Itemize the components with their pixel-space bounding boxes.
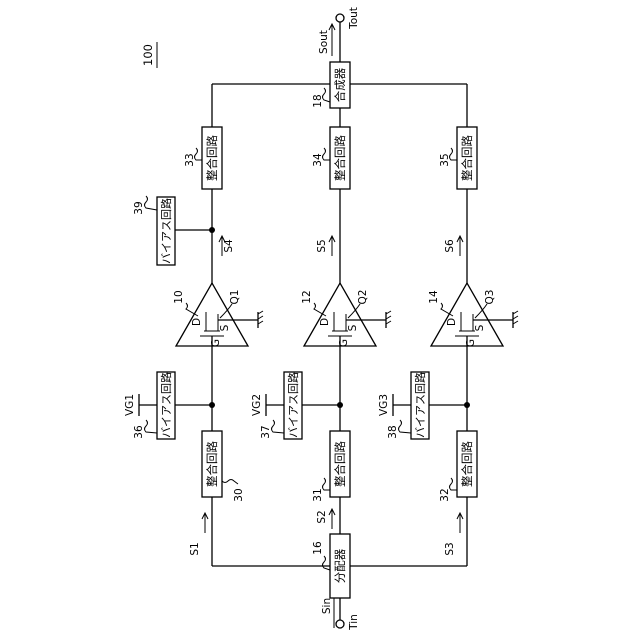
signal-s6-label: S6 (444, 239, 456, 253)
signal-s5-label: S5 (316, 239, 328, 252)
amplifier-10-source-label: S (219, 324, 231, 331)
amplifier-14-ref: 14 (428, 290, 440, 304)
bias-circuit-37-label: バイアス回路 (287, 372, 300, 438)
bias-circuit-37-voltage: VG2 (251, 394, 263, 416)
figure-number: 100 (141, 44, 155, 66)
divider-label: 分配器 (333, 548, 347, 583)
amplifier-10-gate-label: G (210, 339, 222, 347)
matching-circuit-33-label: 整合回路 (205, 135, 219, 181)
amplifier-14-drain-label: D (446, 318, 458, 326)
matching-circuit-32-ref: 32 (439, 488, 451, 501)
signal-s6: S6 (444, 236, 463, 256)
signal-s1: S1 (189, 513, 208, 556)
matching-circuit-30-leader (222, 480, 238, 485)
matching-circuit-31-leader (323, 478, 331, 490)
output-terminal (336, 14, 344, 22)
junction-dot (209, 227, 215, 233)
amplifier-10-ground-hatch (258, 321, 263, 324)
bias-circuit-39-leader (145, 196, 158, 210)
matching-circuit-31-label: 整合回路 (333, 441, 347, 487)
signal-s5: S5 (316, 236, 335, 256)
matching-circuit-34-label: 整合回路 (333, 135, 347, 181)
divider-leader (323, 556, 331, 570)
matching-circuit-33-ref: 33 (184, 153, 196, 166)
bias-circuit-38-leader (399, 420, 412, 433)
junction-dot (209, 402, 215, 408)
bias-circuit-36-ref: 36 (133, 425, 145, 439)
amplifier-14-gate-label: G (465, 339, 477, 347)
amplifier-14-ground-hatch (513, 316, 518, 319)
amplifier-14: D S G 14 Q3 (428, 283, 518, 347)
amplifier-14-ground-hatch (513, 321, 518, 324)
amplifier-12-ref: 12 (301, 290, 313, 303)
bias-circuit-38-label: バイアス回路 (414, 372, 427, 438)
amplifier-10-ground-hatch (258, 316, 263, 319)
bias-circuit-39-label: バイアス回路 (160, 198, 173, 264)
matching-circuit-30-label: 整合回路 (205, 441, 219, 487)
amplifier-12-ground-hatch (386, 316, 391, 319)
signal-s4: S4 (219, 236, 235, 256)
matching-circuit-35-ref: 35 (439, 153, 451, 166)
amplifier-12-drain-label: D (319, 318, 331, 326)
amplifier-12-transistor: Q2 (357, 290, 369, 305)
matching-circuit-30-ref: 30 (233, 488, 245, 501)
signal-s2-label: S2 (316, 510, 328, 523)
matching-circuit-35-label: 整合回路 (460, 135, 474, 181)
output-signal-label: Sout (318, 30, 330, 54)
combiner-leader (323, 88, 331, 102)
amplifier-10: D S G 10 Q1 (173, 283, 263, 347)
bias-circuit-36-label: バイアス回路 (160, 372, 173, 438)
input-terminal-label: Tin (348, 614, 360, 631)
bias-circuit-38-ref: 38 (387, 425, 399, 438)
matching-circuit-31-ref: 31 (312, 488, 324, 501)
input-terminal (336, 620, 344, 628)
matching-circuit-34-ref: 34 (312, 153, 324, 167)
amplifier-10-drain-label: D (191, 318, 203, 326)
amplifier-10-ground-hatch (258, 311, 263, 314)
bias-circuit-37-leader (272, 420, 285, 433)
amplifier-12-ground-hatch (386, 321, 391, 324)
amplifier-10-ref: 10 (173, 290, 185, 303)
matching-circuit-32-label: 整合回路 (460, 441, 474, 487)
amplifier-12-source-label: S (347, 324, 359, 331)
amplifier-12: D S G 12 Q2 (301, 283, 391, 347)
combiner-label: 合成器 (333, 67, 347, 102)
amplifier-14-ground-hatch (513, 311, 518, 314)
junction-dot (464, 402, 470, 408)
signal-s3-label: S3 (444, 542, 456, 555)
junction-dot (337, 402, 343, 408)
amplifier-14-transistor: Q3 (484, 290, 496, 305)
bias-circuit-36-leader (145, 420, 158, 433)
matching-circuit-32-leader (450, 478, 458, 490)
signal-s1-label: S1 (189, 542, 201, 555)
output-terminal-label: Tout (348, 7, 360, 30)
bias-circuit-38-voltage: VG3 (378, 394, 390, 416)
amplifier-12-ground-hatch (386, 311, 391, 314)
bias-circuit-37-ref: 37 (260, 425, 272, 438)
signal-s2: S2 (316, 509, 335, 529)
amplifier-14-source-label: S (474, 324, 486, 331)
divider-ref: 16 (312, 541, 324, 555)
signal-s3: S3 (444, 513, 463, 556)
amplifier-12-gate-label: G (338, 339, 350, 347)
bias-circuit-36-voltage: VG1 (124, 394, 136, 416)
bias-circuit-39-ref: 39 (133, 201, 145, 214)
amplifier-10-transistor: Q1 (229, 290, 241, 305)
input-signal-label: Sin (321, 598, 333, 614)
